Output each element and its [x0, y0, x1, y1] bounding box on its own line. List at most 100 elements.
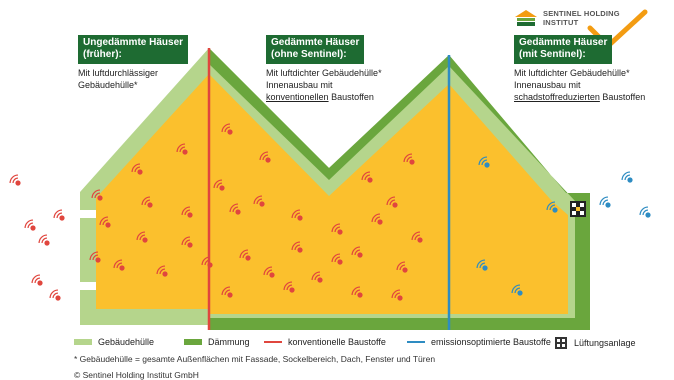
label-right-body-line1: Mit luftdichter Gebäudehülle*: [514, 68, 630, 78]
emission-marker-conventional-wave: [141, 196, 151, 206]
emission-marker-leak-wave: [38, 234, 48, 244]
emission-marker-conventional: [95, 257, 101, 263]
emission-marker-conventional: [187, 212, 193, 218]
emission-marker-conventional: [337, 259, 343, 265]
emission-marker-optimized-wave: [476, 259, 486, 269]
label-left-body: Mit luftdurchlässiger Gebäudehülle*: [78, 67, 208, 91]
emission-marker-optimized-wave: [602, 199, 609, 206]
emission-marker-leak-wave: [34, 277, 41, 284]
emission-marker-optimized-wave: [642, 209, 649, 216]
label-unsanded-houses: Ungedämmte Häuser (früher): Mit luftdurc…: [78, 35, 208, 91]
emission-marker-conventional: [367, 177, 373, 183]
emission-marker-conventional-wave: [224, 126, 231, 133]
emission-marker-conventional-wave: [391, 289, 401, 299]
emission-marker-conventional-wave: [221, 123, 231, 133]
emission-marker-leak-wave: [56, 212, 63, 219]
emission-marker-leak: [59, 215, 65, 221]
emission-marker-conventional-wave: [294, 244, 301, 251]
emission-marker-conventional-wave: [232, 206, 239, 213]
emission-marker-conventional: [269, 272, 275, 278]
emission-marker-conventional-wave: [403, 153, 413, 163]
emission-marker-conventional: [119, 265, 125, 271]
emission-marker-conventional: [219, 185, 225, 191]
emission-marker-conventional-wave: [184, 239, 191, 246]
emission-marker-leak-wave: [27, 222, 34, 229]
emission-marker-conventional: [289, 287, 295, 293]
emission-marker-conventional: [397, 295, 403, 301]
logo-line1: SENTINEL HOLDING: [543, 9, 620, 18]
emission-marker-conventional: [245, 255, 251, 261]
emission-marker-conventional: [187, 242, 193, 248]
emission-marker-conventional-wave: [259, 151, 269, 161]
emission-marker-conventional-wave: [184, 209, 191, 216]
legend-item-optimized: emissionsoptimierte Baustoffe: [407, 337, 551, 347]
legend-swatch-insulation: [184, 339, 202, 345]
emission-marker-conventional: [147, 202, 153, 208]
legend-swatch-hull: [74, 339, 92, 345]
emission-marker-conventional-wave: [291, 241, 301, 251]
emission-marker-optimized: [517, 290, 523, 296]
emission-marker-optimized-wave: [549, 204, 556, 211]
label-middle-underlined: konventionellen: [266, 92, 329, 102]
emission-marker-conventional-wave: [156, 265, 166, 275]
emission-marker-conventional: [105, 222, 111, 228]
emission-marker-optimized-wave: [621, 171, 631, 181]
emission-marker-conventional: [297, 247, 303, 253]
emission-marker-conventional-wave: [283, 281, 293, 291]
emission-marker-leak-wave: [41, 237, 48, 244]
label-middle-head: Gedämmte Häuser (ohne Sentinel):: [266, 35, 365, 64]
emission-marker-conventional-wave: [294, 212, 301, 219]
emission-marker-conventional: [337, 229, 343, 235]
emission-marker-optimized-wave: [478, 156, 488, 166]
emission-marker-leak-wave: [31, 274, 41, 284]
emission-marker-conventional: [297, 215, 303, 221]
legend-item-conventional: konventionelle Baustoffe: [264, 337, 386, 347]
label-right-body: Mit luftdichter Gebäudehülle* Innenausba…: [514, 67, 674, 103]
emission-marker-conventional-wave: [204, 259, 211, 266]
emission-marker-conventional-wave: [311, 271, 321, 281]
emission-marker-conventional-wave: [331, 253, 341, 263]
emission-marker-conventional: [377, 219, 383, 225]
emission-marker-optimized-wave: [639, 206, 649, 216]
emission-marker-conventional-wave: [414, 234, 421, 241]
emission-marker-conventional: [317, 277, 323, 283]
emission-marker-conventional: [259, 201, 265, 207]
emission-marker-conventional: [162, 271, 168, 277]
logo-line2: INSTITUT: [543, 18, 579, 27]
emission-marker-conventional-wave: [181, 206, 191, 216]
label-middle-body-line3: konventionellen Baustoffen: [266, 91, 426, 103]
emission-marker-conventional-wave: [176, 143, 186, 153]
emission-marker-conventional-wave: [371, 213, 381, 223]
label-insulated-without-sentinel: Gedämmte Häuser (ohne Sentinel): Mit luf…: [266, 35, 426, 103]
emission-marker-leak: [30, 225, 36, 231]
legend: Gebäudehülle Dämmung konventionelle Baus…: [74, 337, 674, 351]
ventilation-icon: [555, 337, 567, 349]
emission-marker-optimized-wave: [624, 174, 631, 181]
emission-marker-optimized-wave: [479, 262, 486, 269]
emission-marker-optimized-wave: [599, 196, 609, 206]
emission-marker-conventional: [392, 202, 398, 208]
emission-marker-conventional-wave: [399, 264, 406, 271]
emission-marker-conventional-wave: [354, 289, 361, 296]
emission-marker-conventional-wave: [331, 223, 341, 233]
footnote: * Gebäudehülle = gesamte Außenflächen mi…: [74, 354, 436, 364]
label-left-head-line2: (früher):: [83, 49, 122, 60]
emission-marker-conventional-wave: [262, 154, 269, 161]
emission-marker-leak-wave: [53, 209, 63, 219]
emission-marker-conventional: [207, 262, 213, 268]
legend-item-ventilation: Lüftungsanlage: [554, 337, 636, 349]
emission-markers: [9, 123, 651, 301]
emission-marker-conventional-wave: [89, 251, 99, 261]
legend-label-insulation: Dämmung: [208, 337, 250, 347]
label-middle-body: Mit luftdichter Gebäudehülle* Innenausba…: [266, 67, 426, 103]
emission-marker-conventional-wave: [139, 234, 146, 241]
emission-marker-conventional-wave: [361, 171, 371, 181]
emission-marker-conventional: [357, 252, 363, 258]
emission-marker-conventional-wave: [266, 269, 273, 276]
emission-marker-optimized: [645, 212, 651, 218]
label-middle-rest: Baustoffen: [328, 92, 374, 102]
emission-marker-conventional-wave: [216, 182, 223, 189]
emission-marker-optimized: [552, 207, 558, 213]
emission-marker-conventional: [182, 149, 188, 155]
emission-marker-conventional-wave: [351, 286, 361, 296]
